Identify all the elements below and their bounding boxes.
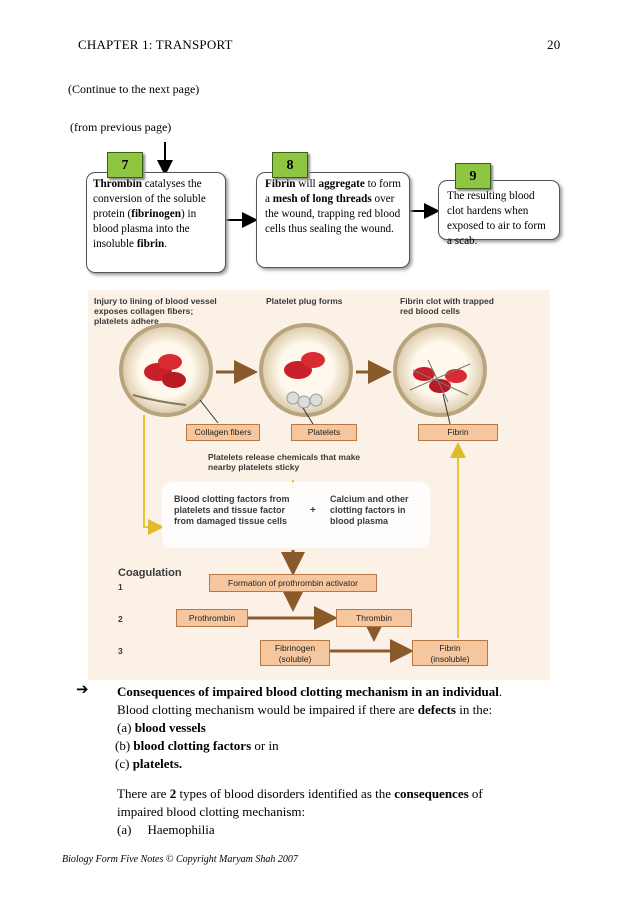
step-8-text: will (295, 178, 319, 190)
factors-panel (162, 482, 430, 548)
heading-text: Consequences of impaired blood clotting … (117, 684, 499, 699)
step-8-text: over the wound, trapping red blood cells… (265, 193, 401, 235)
factors-plus: + (310, 505, 316, 516)
coag-step-3: 3 (118, 646, 123, 656)
fibrin-sub: (insoluble) (430, 654, 470, 664)
para2-b: 2 (169, 786, 177, 801)
vessel-2 (259, 323, 353, 417)
from-previous-note: (from previous page) (70, 120, 172, 134)
item-a: (a) blood vessels (117, 719, 206, 737)
footer-copyright: Biology Form Five Notes © Copyright Mary… (62, 854, 298, 865)
page-number: 20 (547, 37, 561, 52)
heading-period: . (498, 684, 503, 699)
bullet-arrow-icon: ➔ (76, 680, 89, 698)
step-7-text: fibrin (136, 238, 165, 250)
blood-clotting-figure: Injury to lining of blood vessel exposes… (88, 290, 550, 680)
step-8-box: Fibrin will aggregate to form a mesh of … (256, 172, 410, 268)
item-c-label: (c) (115, 756, 130, 771)
step-8-text: to form a (265, 178, 401, 205)
step-7-text: fibrinogen (131, 208, 181, 220)
step-7-badge: 7 (107, 152, 143, 178)
yellow-path-left (143, 415, 164, 535)
list-a-text: Haemophilia (147, 822, 215, 837)
flow-arrows (157, 142, 440, 228)
step-9-text: The resulting blood clot hardens when ex… (447, 190, 546, 247)
item-b-text: blood clotting factors (133, 738, 252, 753)
factors-right: Calcium and other clotting factors in bl… (330, 494, 409, 526)
figure-graphics (119, 323, 487, 663)
para2-line1: There are 2 types of blood disorders ide… (117, 785, 483, 803)
para2-line2: impaired blood clotting mechanism: (117, 804, 306, 819)
continue-note: (Continue to the next page) (68, 82, 200, 96)
item-b: (b) blood clotting factors or in (115, 737, 279, 755)
box-formation: Formation of prothrombin activator (209, 574, 377, 592)
box-prothrombin: Prothrombin (176, 609, 248, 627)
step-9-badge: 9 (455, 163, 491, 189)
release-text: Platelets release chemicals that make ne… (208, 452, 361, 472)
para2-a: There are (117, 786, 170, 801)
stage-2-caption: Platelet plug forms (266, 296, 343, 306)
line1-part3: in the: (456, 702, 493, 717)
item-c-text: platelets. (132, 756, 183, 771)
step-9-box: The resulting blood clot hardens when ex… (438, 180, 560, 247)
fibrinogen-label: Fibrinogen (274, 643, 316, 653)
list-a: (a) Haemophilia (117, 821, 215, 839)
line1-part1: Blood clotting mechanism would be impair… (117, 702, 418, 717)
coagulation-title: Coagulation (118, 567, 182, 579)
para2-c: types of blood disorders identified as t… (176, 786, 395, 801)
para2-e: of (468, 786, 483, 801)
para2-d: consequences (394, 786, 469, 801)
step-7-box: Thrombin catalyses the conversion of the… (86, 172, 226, 273)
stage-3-caption: Fibrin clot with trapped red blood cells (400, 296, 494, 316)
step-7-text: Thrombin (93, 178, 142, 190)
fibrinogen-sub: (soluble) (278, 654, 312, 664)
item-c: (c) platelets. (115, 755, 182, 773)
line1-defects: defects (417, 702, 456, 717)
step-8-text: mesh of long threads (272, 193, 372, 205)
fibrin-label: Fibrin (439, 643, 461, 653)
step-8-text: aggregate (318, 178, 365, 190)
step-7-text: catalyses the conversion of the soluble … (93, 178, 206, 220)
factors-left: Blood clotting factors from platelets an… (174, 494, 290, 526)
step-7-text: ) in blood plasma into the insoluble (93, 208, 197, 250)
item-b-tail: or in (251, 738, 279, 753)
label-collagen: Collagen fibers (186, 424, 260, 441)
box-fibrinogen: Fibrinogen (soluble) (260, 640, 330, 666)
vessel-1 (119, 323, 213, 417)
box-thrombin: Thrombin (336, 609, 412, 627)
item-a-text: blood vessels (134, 720, 206, 735)
stage-1-caption: Injury to lining of blood vessel exposes… (94, 296, 217, 326)
step-8-text: Fibrin (265, 178, 296, 190)
label-fibrin: Fibrin (418, 424, 498, 441)
step-8-badge: 8 (272, 152, 308, 178)
box-fibrin-insoluble: Fibrin (insoluble) (412, 640, 488, 666)
vessel-3 (393, 323, 487, 417)
label-platelets: Platelets (291, 424, 357, 441)
coag-step-2: 2 (118, 614, 123, 624)
chapter-title: CHAPTER 1: TRANSPORT (78, 37, 233, 52)
item-b-label: (b) (115, 738, 131, 753)
step-7-text: . (164, 238, 167, 250)
item-a-label: (a) (117, 720, 132, 735)
list-a-label: (a) (117, 822, 132, 837)
coag-step-1: 1 (118, 582, 123, 592)
consequences-heading: Consequences of impaired blood clotting … (117, 683, 502, 701)
line-defects: Blood clotting mechanism would be impair… (117, 701, 492, 719)
